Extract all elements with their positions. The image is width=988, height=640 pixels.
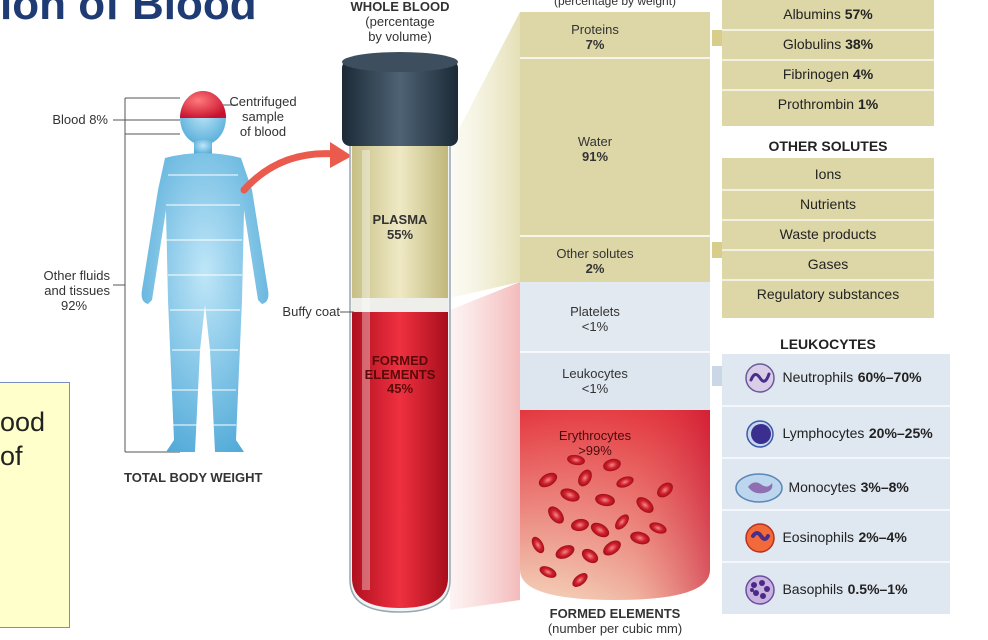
note-line: ood: [0, 407, 46, 437]
solute-item: Nutrients: [799, 196, 857, 212]
plasma-column-header: (percentage by weight): [553, 0, 677, 8]
plasma-row-water: Water 91%: [577, 134, 613, 164]
formed-elements-caption: FORMED ELEMENTS (number per cubic mm): [547, 606, 683, 636]
protein-globulins: Globulins 38%: [782, 36, 874, 52]
formed-row-erythrocytes: Erythrocytes >99%: [558, 428, 632, 458]
curved-arrow-icon: [240, 150, 340, 194]
plasma-row-proteins: Proteins 7%: [571, 22, 619, 52]
protein-albumins: Albumins 57%: [783, 6, 873, 22]
note-box: ood of: [0, 382, 70, 628]
neutrophil-icon: [745, 363, 775, 393]
leukocyte-row-basophils: Basophils 0.5%–1%: [742, 574, 908, 606]
formed-row-leukocytes: Leukocytes <1%: [562, 366, 628, 396]
protein-prothrombin: Prothrombin 1%: [777, 96, 879, 112]
human-body-icon: [141, 91, 269, 452]
test-tube: [342, 52, 458, 613]
other-solutes-header: OTHER SOLUTES: [768, 138, 888, 154]
other-fluids-label: Other fluids and tissues 92%: [43, 268, 110, 313]
centrifuged-label: Centrifuged sample of blood: [229, 94, 297, 139]
leukocytes-header: LEUKOCYTES: [780, 336, 876, 352]
whole-blood-header: WHOLE BLOOD (percentage by volume): [350, 0, 450, 44]
leukocyte-row-lymphocytes: Lymphocytes 20%–25%: [742, 418, 933, 450]
solute-item: Ions: [814, 166, 842, 182]
erythrocyte-cells-icon: [531, 454, 673, 587]
basophil-icon: [745, 575, 775, 605]
leukocyte-row-eosinophils: Eosinophils 2%–4%: [742, 522, 907, 554]
lymphocyte-icon: [746, 420, 774, 448]
blood-percent-label: Blood 8%: [52, 112, 108, 127]
body-caption: TOTAL BODY WEIGHT: [124, 470, 263, 485]
protein-fibrinogen: Fibrinogen 4%: [782, 66, 874, 82]
solute-item: Regulatory substances: [756, 286, 900, 302]
leukocyte-row-neutrophils: Neutrophils 60%–70%: [742, 362, 922, 394]
formed-row-platelets: Platelets <1%: [570, 304, 620, 334]
note-line: of: [0, 441, 23, 471]
plasma-label: PLASMA 55%: [372, 212, 428, 242]
solute-item: Waste products: [779, 226, 877, 242]
solute-item: Gases: [807, 256, 849, 272]
buffy-coat-label: Buffy coat: [282, 304, 340, 319]
plasma-row-other-solutes: Other solutes 2%: [556, 246, 634, 276]
page-title: ion of Blood: [0, 0, 257, 29]
leukocyte-row-monocytes: Monocytes 3%–8%: [734, 471, 909, 505]
formed-elements-label: FORMED ELEMENTS 45%: [364, 353, 436, 396]
monocyte-icon: [735, 473, 783, 503]
eosinophil-icon: [745, 523, 775, 553]
